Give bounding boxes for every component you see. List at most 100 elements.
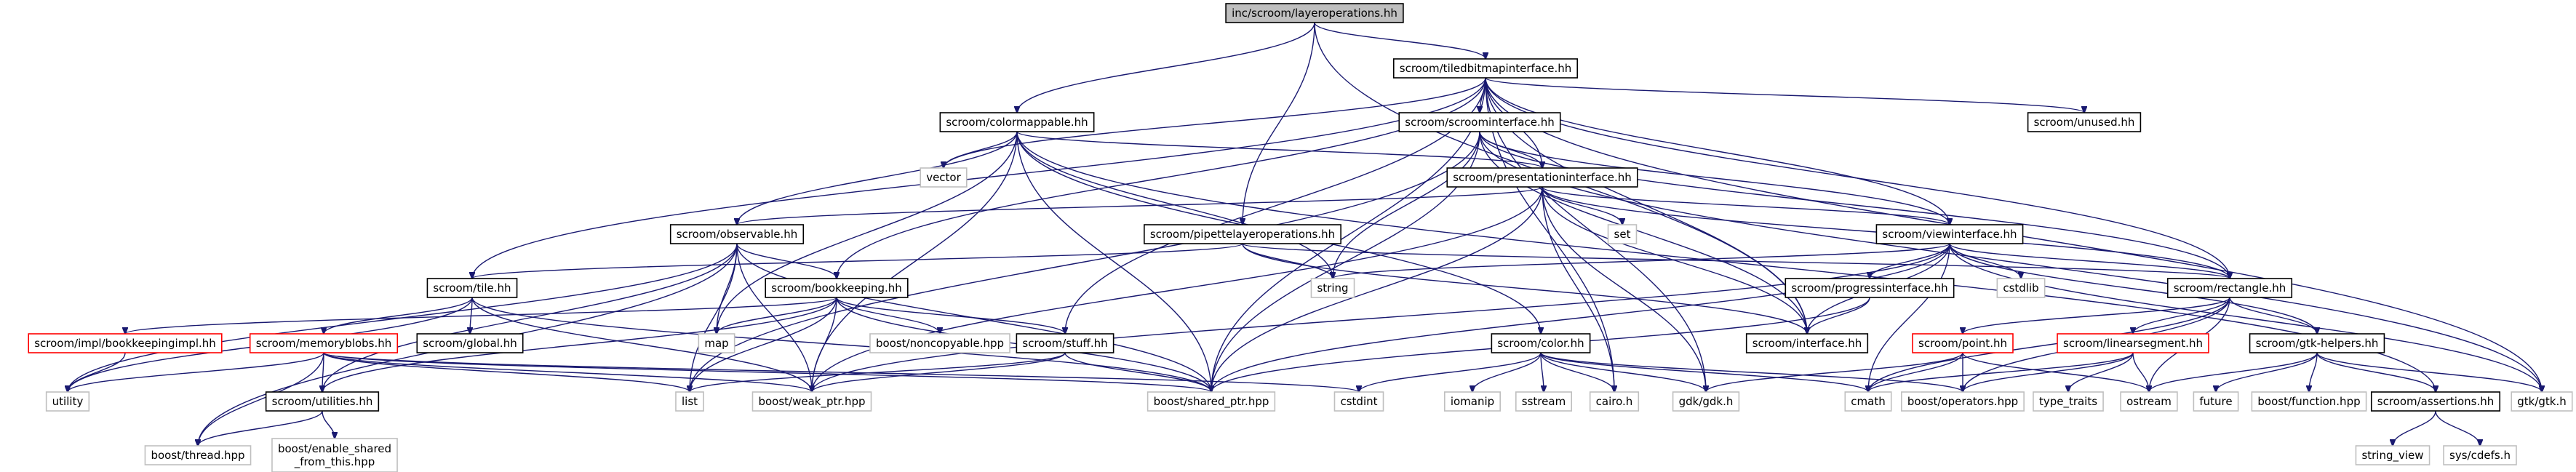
node-stuff[interactable]: scroom/stuff.hh bbox=[1016, 333, 1114, 353]
node-operators[interactable]: boost/operators.hpp bbox=[1901, 391, 2025, 412]
node-presentation[interactable]: scroom/presentationinterface.hh bbox=[1446, 167, 1638, 188]
node-bookkeepingimpl[interactable]: scroom/impl/bookkeepingimpl.hh bbox=[28, 333, 223, 353]
edge-colormappable-to-map bbox=[717, 131, 1018, 334]
edge-memoryblobs-to-cstdint bbox=[323, 352, 1359, 392]
edge-color-to-operators bbox=[1540, 352, 1963, 392]
node-box bbox=[1912, 333, 2014, 353]
node-rectangle[interactable]: scroom/rectangle.hh bbox=[2166, 278, 2293, 298]
node-cstdint[interactable]: cstdint bbox=[1333, 391, 1384, 412]
edge-observable-to-weakptr bbox=[736, 243, 812, 392]
node-tile[interactable]: scroom/tile.hh bbox=[426, 278, 518, 298]
node-cmath[interactable]: cmath bbox=[1844, 391, 1892, 412]
node-box bbox=[1147, 391, 1276, 412]
node-list[interactable]: list bbox=[675, 391, 704, 412]
edge-colormappable-to-observable bbox=[737, 131, 1018, 225]
edge-gtkhelpers-to-assertions bbox=[2316, 352, 2436, 392]
node-unused[interactable]: scroom/unused.hh bbox=[2027, 112, 2142, 132]
edge-gtkhelpers-to-ostream bbox=[2149, 352, 2318, 392]
edge-colormappable-to-sharedptr bbox=[1016, 131, 1211, 392]
node-typetraits[interactable]: type_traits bbox=[2033, 391, 2104, 412]
node-box bbox=[2057, 333, 2209, 353]
node-noncopyable[interactable]: boost/noncopyable.hpp bbox=[869, 333, 1010, 353]
node-pipette[interactable]: scroom/pipettelayeroperations.hh bbox=[1144, 224, 1341, 244]
node-linearsegment[interactable]: scroom/linearsegment.hh bbox=[2057, 333, 2209, 353]
node-progress[interactable]: scroom/progressinterface.hh bbox=[1785, 278, 1955, 298]
node-label: cairo.h bbox=[1596, 395, 1633, 408]
node-map[interactable]: map bbox=[698, 333, 735, 353]
node-layerops[interactable]: inc/scroom/layeroperations.hh bbox=[1225, 3, 1404, 23]
edge-rectangle-to-gtkhelpers bbox=[2229, 297, 2317, 334]
node-colormappable[interactable]: scroom/colormappable.hh bbox=[939, 112, 1095, 132]
edge-scroominterface-to-list bbox=[690, 131, 1480, 392]
node-label: iomanip bbox=[1451, 395, 1494, 408]
node-string[interactable]: string bbox=[1310, 278, 1355, 298]
edge-bookkeeping-to-bookkeepingimpl bbox=[125, 297, 837, 334]
node-set[interactable]: set bbox=[1607, 224, 1638, 244]
edge-colormappable-to-presentation bbox=[1016, 131, 1542, 168]
edge-point-to-gdk bbox=[1706, 352, 1963, 392]
edge-colormappable-to-vector bbox=[944, 131, 1018, 168]
edge-tiledbitmap-to-unused bbox=[1485, 77, 2084, 113]
node-assertions[interactable]: scroom/assertions.hh bbox=[2370, 391, 2501, 412]
node-cstdlib[interactable]: cstdlib bbox=[1996, 278, 2046, 298]
edge-pipette-to-interface bbox=[1242, 243, 1807, 334]
edge-viewinterface-to-gtk bbox=[1949, 243, 2542, 392]
node-box bbox=[1844, 391, 1892, 412]
node-stringview[interactable]: string_view bbox=[2355, 445, 2431, 465]
node-vector[interactable]: vector bbox=[920, 167, 968, 188]
node-future[interactable]: future bbox=[2193, 391, 2239, 412]
node-observable[interactable]: scroom/observable.hh bbox=[669, 224, 805, 244]
node-thread[interactable]: boost/thread.hpp bbox=[144, 445, 252, 465]
node-viewinterface[interactable]: scroom/viewinterface.hh bbox=[1875, 224, 2024, 244]
node-memoryblobs[interactable]: scroom/memoryblobs.hh bbox=[249, 333, 399, 353]
node-cairo[interactable]: cairo.h bbox=[1589, 391, 1640, 412]
node-box bbox=[1333, 391, 1384, 412]
edge-presentation-to-gdk bbox=[1542, 186, 1706, 392]
node-label: scroom/point.hh bbox=[1918, 337, 2007, 350]
edge-gtkhelpers-to-function bbox=[2309, 352, 2318, 392]
node-label: map bbox=[704, 337, 728, 350]
node-utility[interactable]: utility bbox=[45, 391, 90, 412]
node-box bbox=[1515, 391, 1572, 412]
node-color[interactable]: scroom/color.hh bbox=[1491, 333, 1591, 353]
node-sstream[interactable]: sstream bbox=[1515, 391, 1572, 412]
node-label: scroom/tile.hh bbox=[433, 281, 511, 295]
node-label: gdk/gdk.h bbox=[1679, 395, 1734, 408]
node-label: scroom/memoryblobs.hh bbox=[256, 337, 392, 350]
node-gtkhelpers[interactable]: scroom/gtk-helpers.hh bbox=[2249, 333, 2385, 353]
node-box bbox=[426, 278, 518, 298]
edge-bookkeeping-to-utilities bbox=[322, 297, 837, 392]
node-label: scroom/global.hh bbox=[423, 337, 517, 350]
node-global[interactable]: scroom/global.hh bbox=[416, 333, 524, 353]
node-ostream[interactable]: ostream bbox=[2120, 391, 2178, 412]
node-point[interactable]: scroom/point.hh bbox=[1912, 333, 2014, 353]
edge-viewinterface-to-cmath bbox=[1868, 243, 1950, 392]
node-sharedptr[interactable]: boost/shared_ptr.hpp bbox=[1147, 391, 1276, 412]
node-enableshared[interactable]: boost/enable_shared_from_this.hpp bbox=[271, 438, 398, 472]
node-interface[interactable]: scroom/interface.hh bbox=[1745, 333, 1869, 353]
edge-memoryblobs-to-utility bbox=[68, 352, 324, 392]
edge-observable-to-utilities bbox=[322, 243, 738, 392]
edge-scroominterface-to-interface bbox=[1479, 131, 1807, 334]
edge-linearsegment-to-operators bbox=[1963, 352, 2134, 392]
node-gtk[interactable]: gtk/gtk.h bbox=[2511, 391, 2573, 412]
edge-bookkeeping-to-list bbox=[690, 297, 837, 392]
node-tiledbitmap[interactable]: scroom/tiledbitmapinterface.hh bbox=[1392, 58, 1579, 79]
edge-memoryblobs-to-sharedptr bbox=[323, 352, 1211, 392]
node-utilities[interactable]: scroom/utilities.hh bbox=[265, 391, 380, 412]
node-bookkeeping[interactable]: scroom/bookkeeping.hh bbox=[765, 278, 909, 298]
node-weakptr[interactable]: boost/weak_ptr.hpp bbox=[751, 391, 872, 412]
node-label: gtk/gtk.h bbox=[2517, 395, 2567, 408]
edge-bookkeepingimpl-to-utility bbox=[68, 352, 126, 392]
node-iomanip[interactable]: iomanip bbox=[1444, 391, 1501, 412]
node-box bbox=[2193, 391, 2239, 412]
node-gdk[interactable]: gdk/gdk.h bbox=[1672, 391, 1740, 412]
node-box bbox=[28, 333, 223, 353]
node-label: cmath bbox=[1851, 395, 1885, 408]
node-label: set bbox=[1614, 228, 1631, 241]
node-function[interactable]: boost/function.hpp bbox=[2251, 391, 2367, 412]
node-label: _from_this.hpp bbox=[294, 455, 375, 469]
node-box bbox=[1392, 58, 1579, 79]
node-cdefs[interactable]: sys/cdefs.h bbox=[2443, 445, 2517, 465]
node-scroominterface[interactable]: scroom/scroominterface.hh bbox=[1398, 112, 1561, 132]
